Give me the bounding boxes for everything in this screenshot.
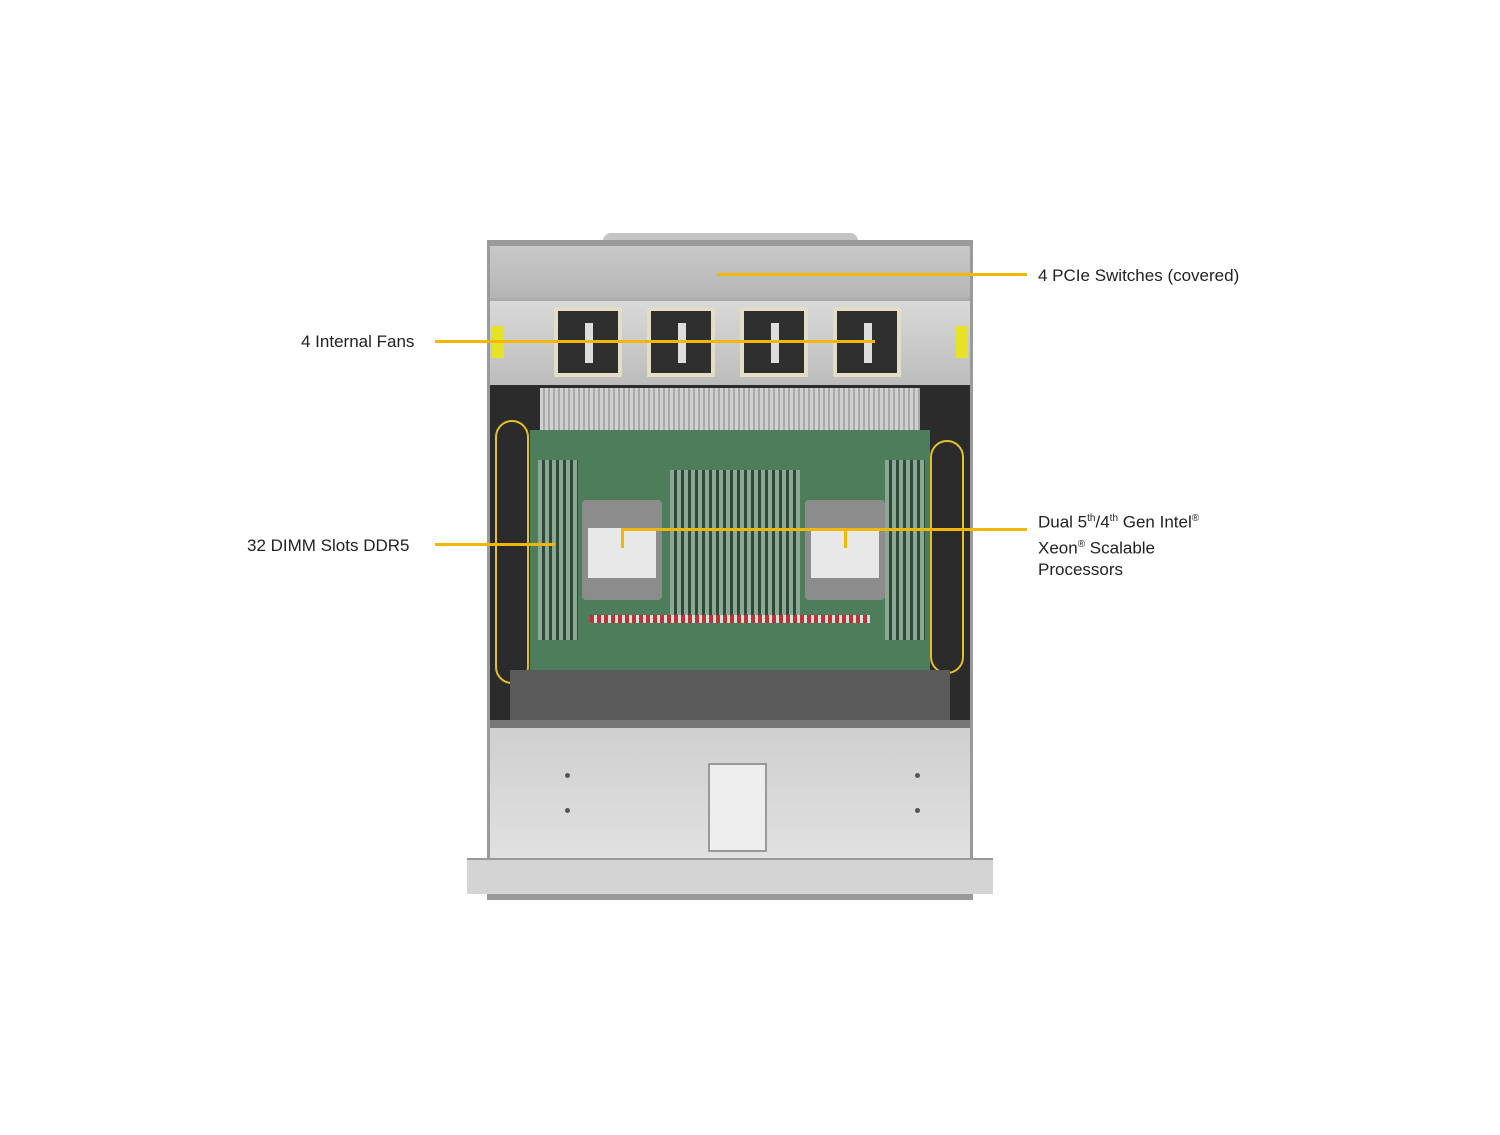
- dimm-slots: [538, 460, 578, 640]
- dimm-slots-label: 32 DIMM Slots DDR5: [247, 536, 410, 555]
- drive-tray: [490, 720, 970, 868]
- tray-handle: [708, 763, 767, 852]
- pcie-switches-label: 4 PCIe Switches (covered): [1038, 266, 1240, 285]
- warning-sticker: [956, 326, 968, 358]
- cable: [495, 420, 529, 684]
- front-bezel: [467, 858, 993, 894]
- heatsink-fins: [540, 388, 920, 430]
- cpu-leader-tick: [621, 528, 624, 548]
- cpu-socket: [582, 500, 662, 600]
- internal-fans-label: 4 Internal Fans: [301, 332, 415, 351]
- pcie-switch-cover: [490, 246, 970, 298]
- fan-bay: [490, 298, 970, 388]
- dimm-slots: [885, 460, 925, 640]
- pcie-leader-line: [717, 273, 1027, 276]
- cpu-leader-tick: [844, 528, 847, 548]
- cpu-leader-line: [622, 528, 1027, 531]
- processors-label: Dual 5th/4th Gen Intel® Xeon® Scalable P…: [1038, 512, 1200, 580]
- fans-leader-line: [435, 340, 875, 343]
- motherboard: [530, 430, 930, 675]
- dimm-leader-line: [435, 543, 555, 546]
- vrm: [590, 615, 870, 623]
- dimm-slots: [670, 470, 800, 620]
- cpu-socket: [805, 500, 885, 600]
- cable: [930, 440, 964, 674]
- riser-area: [510, 670, 950, 720]
